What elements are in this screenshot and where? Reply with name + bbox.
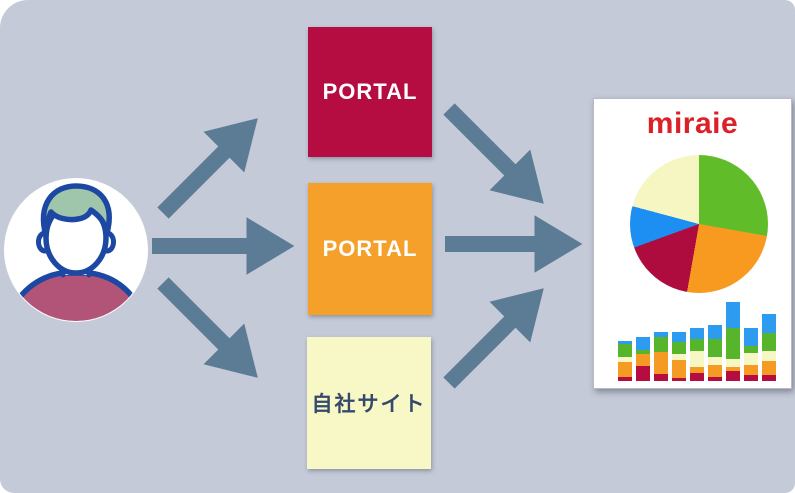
bar-segment-green xyxy=(762,333,776,351)
bar-segment-pale-yellow xyxy=(690,351,704,367)
pie-chart xyxy=(630,155,768,293)
stacked-bar-chart xyxy=(618,291,776,381)
stacked-bar xyxy=(636,337,650,381)
arrow-portal1-to-card xyxy=(443,103,544,204)
arrow-ownsite-to-card xyxy=(443,288,544,389)
bar-segment-orange xyxy=(618,362,632,377)
bar-segment-orange xyxy=(744,365,758,375)
bar-segment-blue xyxy=(672,332,686,342)
stacked-bar xyxy=(744,328,758,381)
bar-segment-orange xyxy=(726,367,740,371)
bar-segment-blue xyxy=(690,328,704,339)
own-site-box: 自社サイト xyxy=(307,337,431,469)
bar-segment-green xyxy=(690,339,704,351)
bar-segment-crimson xyxy=(636,366,650,381)
portal-box-2: PORTAL xyxy=(308,183,432,315)
bar-segment-orange xyxy=(762,361,776,375)
stacked-bar xyxy=(726,302,740,381)
user-avatar xyxy=(4,178,148,322)
portal-box-1-label: PORTAL xyxy=(322,79,418,104)
bar-segment-pale-yellow xyxy=(744,353,758,365)
bar-segment-green xyxy=(744,346,758,353)
bar-segment-crimson xyxy=(618,377,632,381)
bar-segment-green xyxy=(636,350,650,354)
miraie-logo: miraie xyxy=(646,107,739,140)
stacked-bar xyxy=(690,328,704,381)
miraie-report-card: miraie xyxy=(593,98,792,389)
bar-segment-pale-yellow xyxy=(762,351,776,361)
bar-segment-orange xyxy=(636,354,650,366)
bar-segment-crimson xyxy=(726,371,740,381)
bar-segment-pale-yellow xyxy=(618,357,632,362)
bar-segment-crimson xyxy=(690,373,704,381)
stacked-bar xyxy=(654,332,668,381)
bar-segment-blue xyxy=(762,314,776,333)
bar-segment-blue xyxy=(636,337,650,350)
bar-segment-pale-yellow xyxy=(726,359,740,367)
bar-segment-blue xyxy=(654,332,668,337)
bar-segment-green xyxy=(618,344,632,357)
bar-segment-crimson xyxy=(708,377,722,381)
bar-segment-pale-yellow xyxy=(708,357,722,365)
bar-segment-green xyxy=(726,328,740,359)
bar-segment-green xyxy=(672,342,686,354)
bar-segment-blue xyxy=(618,341,632,344)
bar-segment-pale-yellow xyxy=(672,354,686,360)
bar-segment-crimson xyxy=(654,374,668,381)
bar-segment-green xyxy=(708,339,722,357)
bar-segment-orange xyxy=(690,367,704,373)
bar-segment-orange xyxy=(672,360,686,378)
portal-box-2-label: PORTAL xyxy=(322,236,418,261)
bar-segment-crimson xyxy=(744,375,758,381)
person-icon xyxy=(4,178,148,322)
bar-segment-crimson xyxy=(672,378,686,381)
bar-segment-crimson xyxy=(762,375,776,381)
arrow-user-to-portal1 xyxy=(157,118,258,219)
own-site-box-label: 自社サイト xyxy=(311,393,427,416)
portal-box-1: PORTAL xyxy=(308,27,432,157)
bar-segment-orange xyxy=(708,365,722,377)
bar-segment-green xyxy=(654,337,668,352)
stacked-bar xyxy=(618,341,632,381)
stacked-bar xyxy=(708,325,722,381)
bar-segment-blue xyxy=(708,325,722,339)
bar-segment-blue xyxy=(744,328,758,346)
bar-segment-blue xyxy=(726,302,740,328)
stacked-bar xyxy=(672,332,686,381)
stacked-bar xyxy=(762,314,776,381)
arrow-user-to-ownsite xyxy=(157,277,258,378)
bar-segment-orange xyxy=(654,352,668,374)
